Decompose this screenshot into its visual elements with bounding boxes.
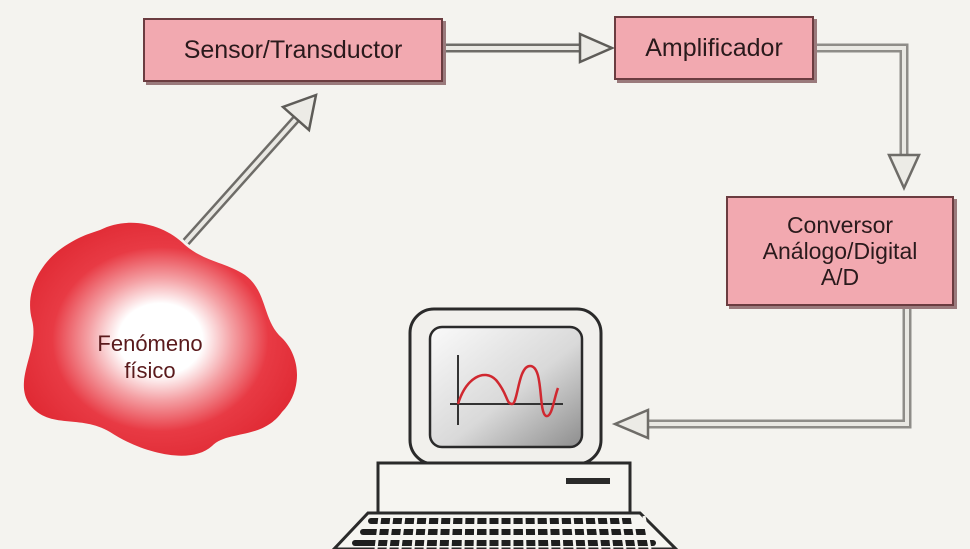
ad-converter-block: Conversor Análogo/Digital A/D xyxy=(726,196,954,306)
arrow-amplifier-to-adc xyxy=(812,43,921,192)
computer-base xyxy=(376,461,632,515)
arrow-phenomenon-to-sensor xyxy=(182,93,318,246)
ad-converter-label-line1: Conversor xyxy=(786,212,894,238)
arrow-adc-to-computer xyxy=(611,304,912,440)
sensor-transducer-block: Sensor/Transductor xyxy=(143,18,443,82)
phenomenon-label: Fenómeno físico xyxy=(70,330,230,384)
computer-illustration xyxy=(331,307,679,549)
phenomenon-label-line1: Fenómeno xyxy=(97,331,203,356)
disk-drive-slot xyxy=(566,478,610,484)
arrow-sensor-to-amplifier xyxy=(441,32,616,64)
screen-plot-waveform xyxy=(456,364,560,418)
ad-converter-label-line2: Análogo/Digital xyxy=(762,238,918,264)
phenomenon-label-line2: físico xyxy=(124,358,176,383)
keyboard-key-gaps xyxy=(374,515,652,549)
ad-converter-label-line3: A/D xyxy=(820,264,860,290)
phenomenon-blob xyxy=(23,222,297,456)
sensor-transducer-label: Sensor/Transductor xyxy=(183,35,403,64)
monitor-screen xyxy=(428,325,584,449)
amplifier-label: Amplificador xyxy=(645,33,783,62)
keyboard-keys xyxy=(352,518,656,546)
amplifier-block: Amplificador xyxy=(614,16,814,80)
